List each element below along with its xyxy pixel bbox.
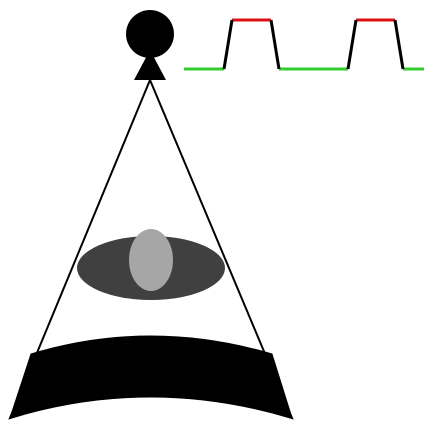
waveform-edge — [395, 20, 403, 69]
waveform-edge — [348, 20, 356, 69]
pulse-waveform — [184, 20, 424, 69]
inner-ellipse — [129, 229, 173, 291]
detector-band — [10, 336, 292, 418]
waveform-edge — [271, 20, 279, 69]
waveform-edge — [224, 20, 232, 69]
